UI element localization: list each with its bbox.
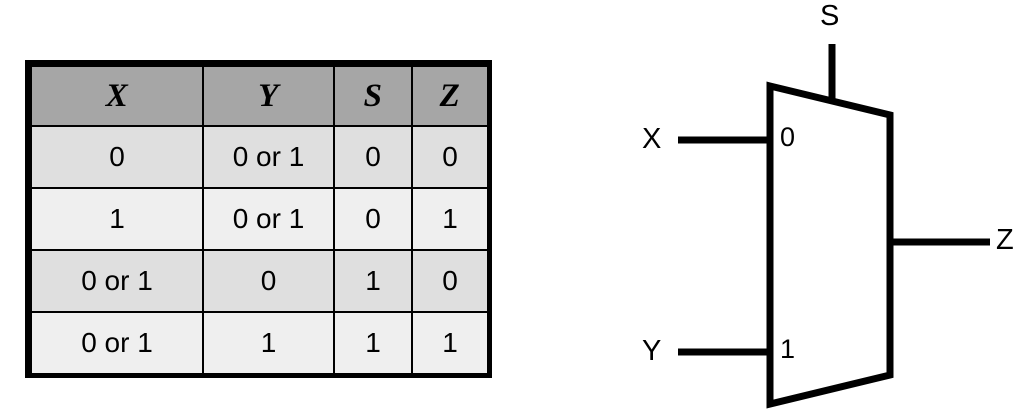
input-port-number-0: 0: [780, 122, 796, 152]
table-row: 0 or 1 0 1 0: [30, 249, 489, 313]
column-header-x: X: [30, 65, 204, 127]
cell-z: 0: [411, 249, 489, 313]
cell-z: 1: [411, 311, 489, 375]
cell-s: 1: [333, 249, 413, 313]
mux-body-shape: [766, 81, 894, 409]
input-label-x: X: [642, 123, 662, 155]
table-row: 1 0 or 1 0 1: [30, 187, 489, 251]
mux-schematic-svg: [678, 44, 990, 409]
cell-x: 0: [30, 125, 204, 189]
cell-x: 0 or 1: [30, 311, 204, 375]
cell-s: 0: [333, 187, 413, 251]
column-header-s: S: [333, 65, 413, 127]
input-label-y: Y: [642, 335, 662, 367]
truth-table: X Y S Z 0 0 or 1 0 0 1 0 or 1 0 1 0 or 1…: [25, 60, 492, 378]
mux-diagram: S X Y Z 0 1: [600, 0, 1024, 413]
table-row: 0 or 1 1 1 1: [30, 311, 489, 375]
cell-s: 1: [333, 311, 413, 375]
column-header-y: Y: [202, 65, 335, 127]
cell-z: 0: [411, 125, 489, 189]
output-label-z: Z: [996, 224, 1014, 256]
cell-y: 0 or 1: [202, 187, 335, 251]
cell-y: 0 or 1: [202, 125, 335, 189]
cell-x: 1: [30, 187, 204, 251]
input-port-number-1: 1: [780, 334, 796, 364]
cell-x: 0 or 1: [30, 249, 204, 313]
column-header-z: Z: [411, 65, 489, 127]
truth-table-grid: X Y S Z 0 0 or 1 0 0 1 0 or 1 0 1 0 or 1…: [30, 65, 489, 375]
cell-y: 1: [202, 311, 335, 375]
cell-z: 1: [411, 187, 489, 251]
table-row: 0 0 or 1 0 0: [30, 125, 489, 189]
table-header-row: X Y S Z: [30, 65, 489, 127]
cell-y: 0: [202, 249, 335, 313]
select-label-s: S: [820, 0, 840, 32]
cell-s: 0: [333, 125, 413, 189]
